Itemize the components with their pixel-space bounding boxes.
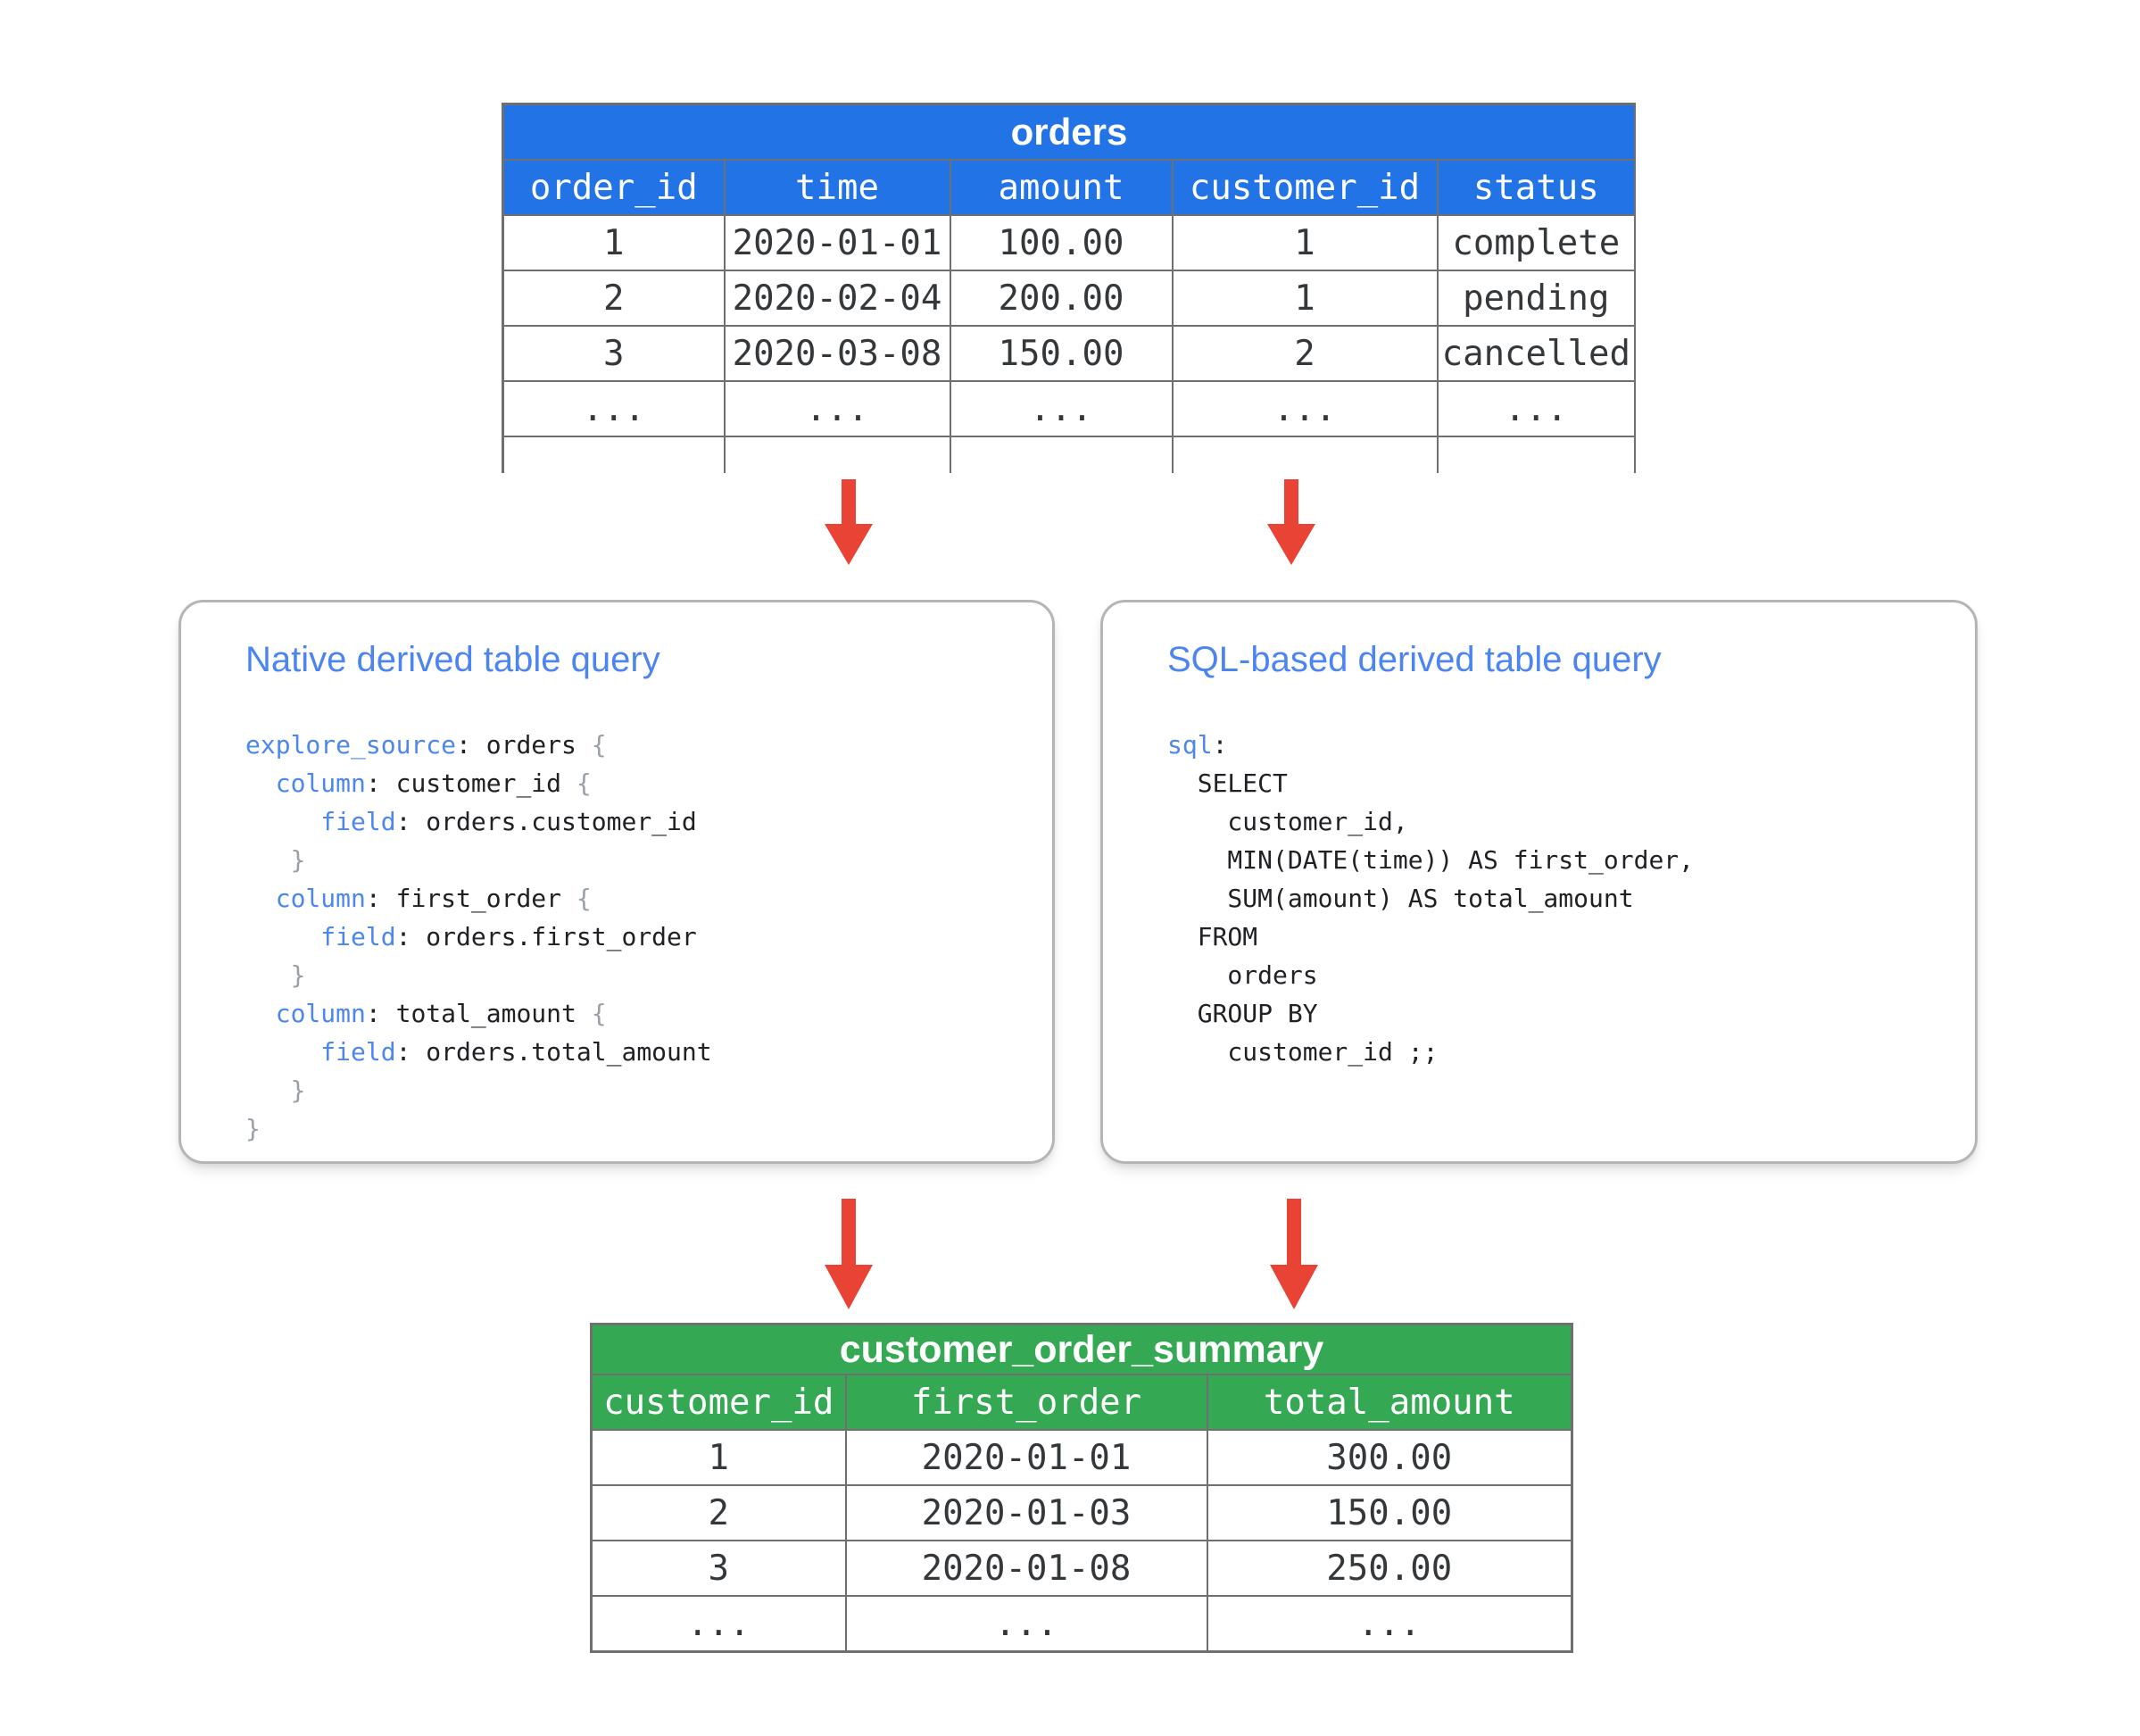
table-cell: 2020-02-04 <box>723 270 951 327</box>
code-line: field: orders.first_order <box>320 922 697 951</box>
down-arrow-icon <box>1267 479 1315 565</box>
table-cell: ... <box>1206 1595 1573 1653</box>
native-lookml-code: explore_source: orders { column: custome… <box>245 726 712 1148</box>
table-cell: 150.00 <box>949 325 1174 382</box>
table-cell: ... <box>723 380 951 437</box>
code-line: column: first_order { <box>275 884 592 913</box>
table-cell: 2 <box>1171 325 1439 382</box>
clipped-row-cell <box>723 436 951 473</box>
code-line: MIN(DATE(time)) AS first_order, <box>1167 845 1695 875</box>
native-derived-table-query-box: Native derived table query explore_sourc… <box>178 600 1055 1164</box>
column-header: customer_id <box>590 1374 847 1431</box>
column-header: total_amount <box>1206 1374 1573 1431</box>
down-arrow-icon <box>1270 1199 1318 1309</box>
code-line: } <box>245 960 306 990</box>
sql-box-title: SQL-based derived table query <box>1167 640 1662 679</box>
clipped-row <box>502 436 1636 473</box>
clipped-row-cell <box>502 436 726 473</box>
table-cell: 3 <box>590 1540 847 1597</box>
table-cell: ... <box>502 380 726 437</box>
code-line: sql: <box>1167 730 1228 760</box>
code-line: orders <box>1167 960 1318 990</box>
code-line: } <box>245 845 306 875</box>
clipped-row-cell <box>1171 436 1439 473</box>
down-arrow-icon <box>825 479 873 565</box>
table-cell: 300.00 <box>1206 1429 1573 1486</box>
table-cell: 2 <box>502 270 726 327</box>
table-cell: 250.00 <box>1206 1540 1573 1597</box>
column-header: first_order <box>844 1374 1208 1431</box>
table-cell: complete <box>1436 214 1636 271</box>
table-cell: 1 <box>502 214 726 271</box>
table-cell: ... <box>1171 380 1439 437</box>
table-cell: 2 <box>590 1484 847 1541</box>
clipped-row-cell <box>949 436 1174 473</box>
column-header: order_id <box>502 159 726 216</box>
table-cell: 1 <box>590 1429 847 1486</box>
table-cell: 2020-01-03 <box>844 1484 1208 1541</box>
code-line: GROUP BY <box>1167 999 1318 1028</box>
code-line: SELECT <box>1167 768 1288 798</box>
code-line: field: orders.customer_id <box>320 807 697 836</box>
sql-lookml-code: sql: SELECT customer_id, MIN(DATE(time))… <box>1167 726 1694 1071</box>
code-line: } <box>245 1114 261 1143</box>
native-box-title: Native derived table query <box>245 640 660 679</box>
table-row: ......... <box>590 1595 1573 1653</box>
table-cell: cancelled <box>1436 325 1636 382</box>
table-cell: ... <box>949 380 1174 437</box>
table-cell: 1 <box>1171 270 1439 327</box>
column-header: customer_id <box>1171 159 1439 216</box>
table-cell: 2020-03-08 <box>723 325 951 382</box>
table-cell: pending <box>1436 270 1636 327</box>
table-title-row: orders <box>502 103 1636 161</box>
column-header: amount <box>949 159 1174 216</box>
code-line: SUM(amount) AS total_amount <box>1167 884 1634 913</box>
table-cell: 2020-01-01 <box>844 1429 1208 1486</box>
code-line: } <box>245 1076 306 1105</box>
table-title-row: customer_order_summary <box>590 1323 1573 1375</box>
table-cell: 2020-01-01 <box>723 214 951 271</box>
code-line: column: total_amount { <box>275 999 607 1028</box>
table-cell: ... <box>844 1595 1208 1653</box>
code-line: field: orders.total_amount <box>320 1037 712 1067</box>
table-cell: 200.00 <box>949 270 1174 327</box>
table-cell: 100.00 <box>949 214 1174 271</box>
table-cell: 150.00 <box>1206 1484 1573 1541</box>
clipped-row-cell <box>1436 436 1636 473</box>
code-line: column: customer_id { <box>275 768 592 798</box>
code-line: customer_id, <box>1167 807 1408 836</box>
table-row: ............... <box>502 380 1636 437</box>
code-line: FROM <box>1167 922 1258 951</box>
table-cell: ... <box>590 1595 847 1653</box>
table-title: customer_order_summary <box>590 1323 1573 1375</box>
table-title: orders <box>502 103 1636 161</box>
sql-derived-table-query-box: SQL-based derived table query sql: SELEC… <box>1100 600 1978 1164</box>
table-cell: 3 <box>502 325 726 382</box>
table-cell: ... <box>1436 380 1636 437</box>
table-cell: 2020-01-08 <box>844 1540 1208 1597</box>
down-arrow-icon <box>825 1199 873 1309</box>
column-header: status <box>1436 159 1636 216</box>
column-header: time <box>723 159 951 216</box>
table-cell: 1 <box>1171 214 1439 271</box>
code-line: customer_id ;; <box>1167 1037 1439 1067</box>
code-line: explore_source: orders { <box>245 730 607 760</box>
